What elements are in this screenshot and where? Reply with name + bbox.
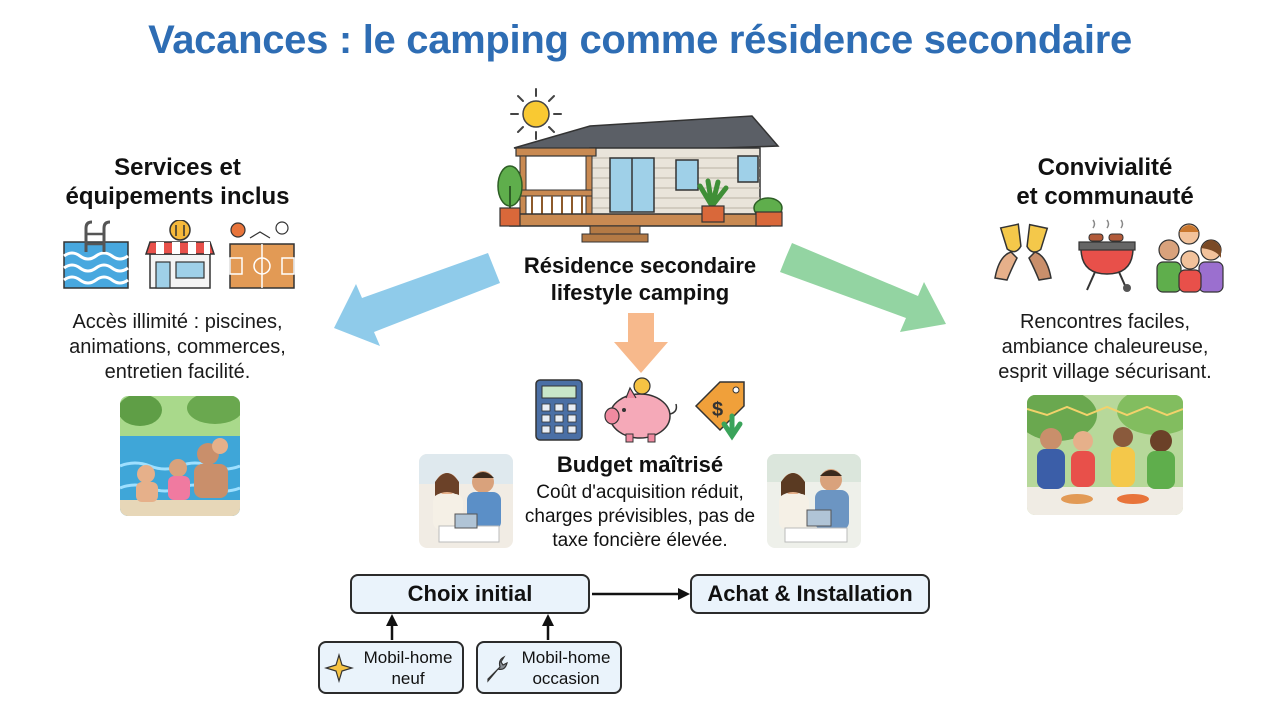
sun-icon (510, 88, 562, 140)
pool-family-photo (120, 396, 240, 516)
used-mobile-home-label: Mobil-home occasion (521, 647, 611, 688)
community-icons (994, 219, 1224, 293)
arrow-head-used (542, 614, 554, 626)
services-description: Accès illimité : piscines, animations, c… (69, 311, 286, 383)
sports-court-icon (229, 221, 295, 289)
arrow-to-budget (614, 313, 668, 373)
plant-icon (497, 165, 523, 227)
new-mobile-home-label: Mobil-home neuf (363, 647, 453, 688)
services-heading: Services et équipements inclus (65, 154, 290, 210)
pool-icon (63, 220, 129, 289)
purchase-installation-box: Achat & Installation (690, 574, 930, 614)
piggy-bank-icon (604, 377, 678, 443)
services-icons (63, 220, 295, 289)
budget-description: Coût d'acquisition réduit, charges prévi… (524, 482, 756, 551)
calculator-icon (535, 379, 583, 441)
arrow-head-new (386, 614, 398, 626)
community-heading: Convivialité et communauté (1016, 154, 1194, 210)
arrow-head-purchase (678, 588, 690, 600)
outdoor-meal-photo (1027, 395, 1183, 515)
barbecue-icon (1078, 219, 1136, 292)
couple-budget-photo-left (419, 454, 513, 548)
new-mobile-home-box: Mobil-home neuf (318, 641, 464, 694)
center-label: Résidence secondaire lifestyle camping (523, 253, 757, 305)
plant-icon (753, 197, 783, 227)
arrow-to-services (334, 253, 500, 346)
arrow-to-community (780, 243, 946, 332)
budget-icons: $ (535, 377, 745, 443)
initial-choice-box: Choix initial (350, 574, 590, 614)
plant-icon (697, 178, 729, 223)
svg-text:$: $ (712, 399, 723, 421)
wrench-icon (487, 655, 508, 683)
shop-icon (144, 220, 216, 289)
page-title: Vacances : le camping comme résidence se… (148, 18, 1132, 62)
community-description: Rencontres faciles, ambiance chaleureuse… (998, 311, 1212, 383)
price-tag-icon: $ (694, 381, 745, 441)
budget-title: Budget maîtrisé (556, 452, 724, 477)
group-of-people-icon (1156, 223, 1224, 293)
couple-budget-photo-right (767, 454, 861, 548)
toast-icon (994, 223, 1052, 281)
sparkle-icon (324, 652, 354, 683)
mobile-home-illustration (497, 88, 783, 243)
used-mobile-home-box: Mobil-home occasion (476, 641, 622, 694)
